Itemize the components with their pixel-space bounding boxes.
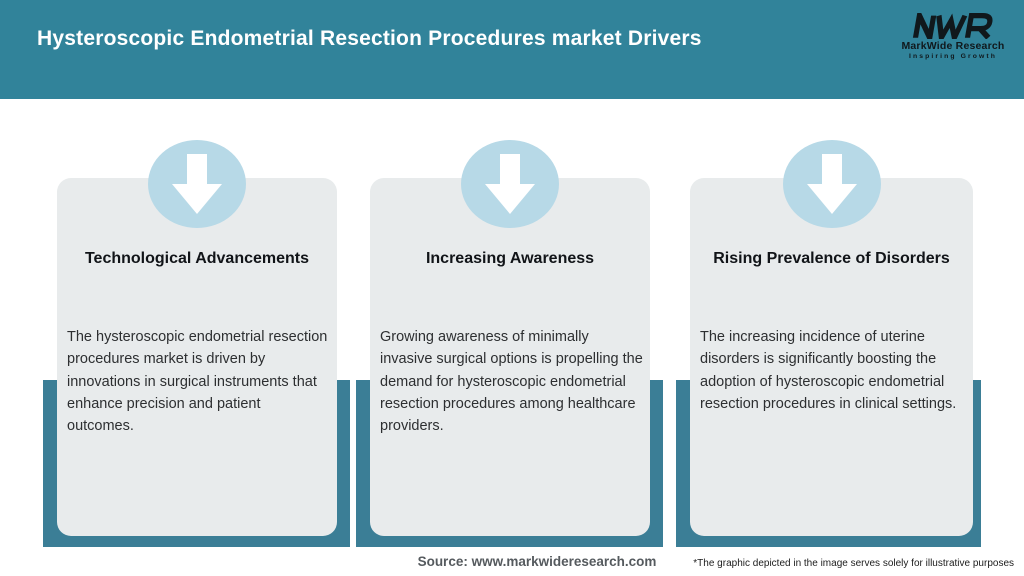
disclaimer-text: *The graphic depicted in the image serve… [693,558,1014,569]
down-arrow-icon [461,140,559,228]
card-title: Technological Advancements [84,250,310,267]
card-title: Rising Prevalence of Disorders [713,250,950,267]
markwide-research-logo: MarkWide Research Inspiring Growth [898,13,1008,60]
logo-name: MarkWide Research [901,40,1005,52]
card-title: Increasing Awareness [425,250,595,267]
down-arrow-icon [148,140,246,228]
card-description: The hysteroscopic endometrial resection … [67,329,328,435]
logo-tagline: Inspiring Growth [909,53,997,60]
card-description: Growing awareness of minimally invasive … [380,329,643,435]
header-bar: Hysteroscopic Endometrial Resection Proc… [0,0,1024,99]
driver-card [57,178,337,536]
driver-card [370,178,650,536]
card-description: The increasing incidence of uterine diso… [700,329,957,412]
source-text: Source: www.markwideresearch.com [417,554,657,569]
mwr-logo-icon [912,13,993,39]
driver-card [690,178,973,536]
down-arrow-icon [783,140,881,228]
page-title: Hysteroscopic Endometrial Resection Proc… [37,27,702,50]
